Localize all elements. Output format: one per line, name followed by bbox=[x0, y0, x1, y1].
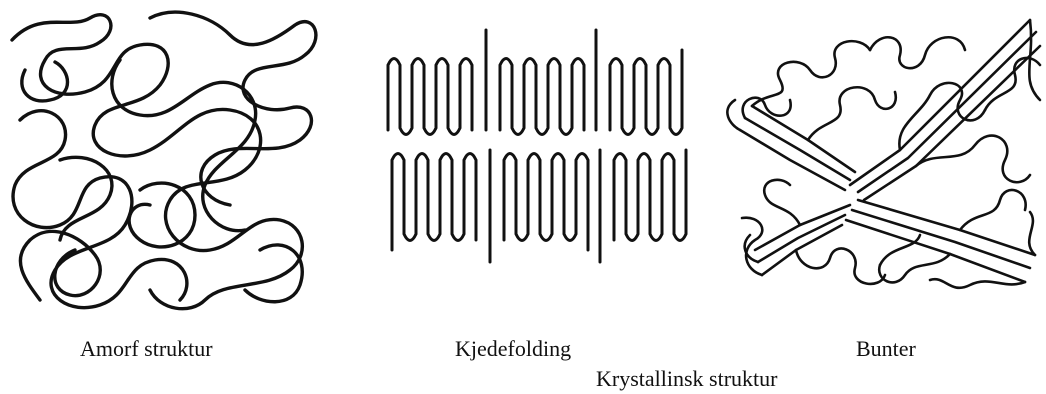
bundle-fringed-micelle bbox=[726, 18, 1042, 290]
bundle-label: Bunter bbox=[856, 336, 916, 361]
amorphous-structure-label: Amorf struktur bbox=[80, 336, 213, 361]
chain-folding-label: Kjedefolding bbox=[455, 336, 572, 361]
chain-folding-lamellae bbox=[386, 28, 688, 264]
amorphous-chain-tangle bbox=[10, 10, 318, 311]
crystalline-structure-label: Krystallinsk struktur bbox=[596, 366, 778, 391]
